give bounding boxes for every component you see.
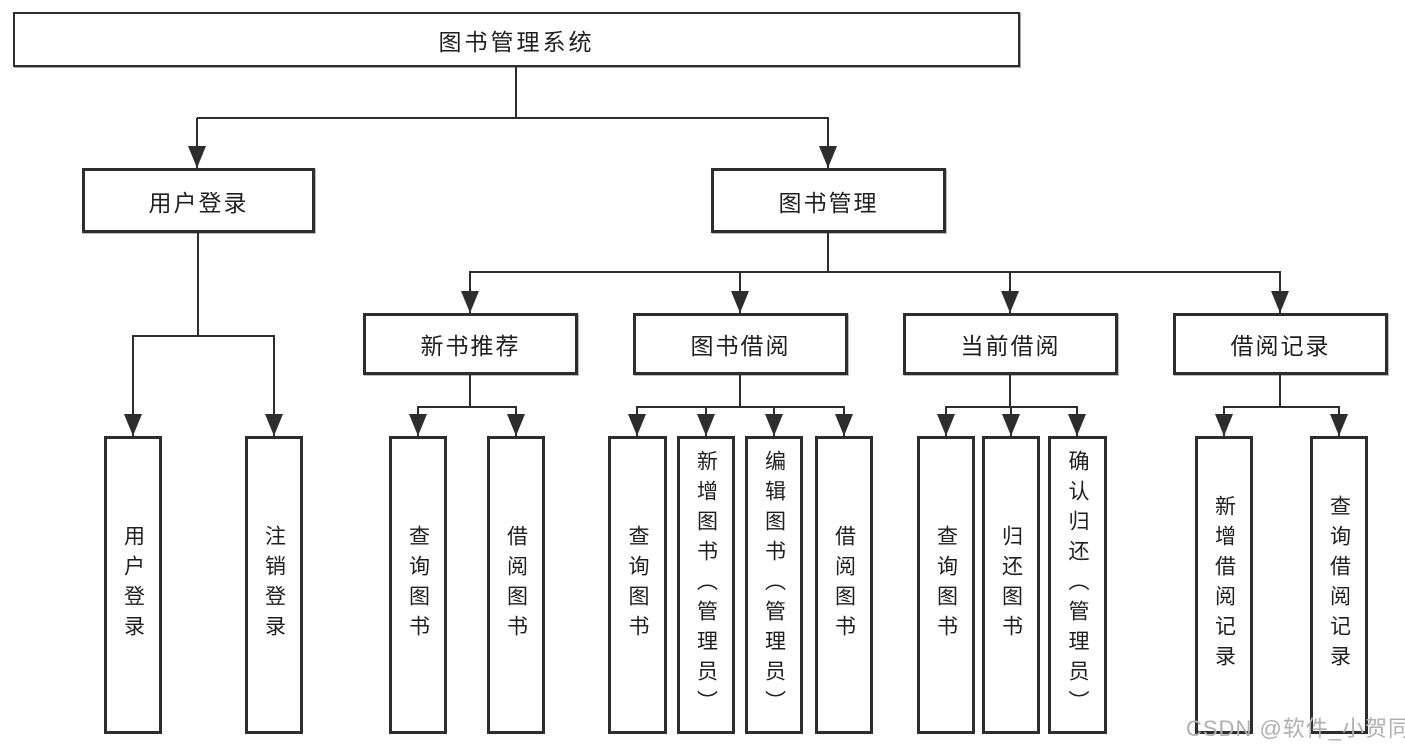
leaf-logout: 注销登录 [245, 436, 303, 734]
arrow-down-icon [937, 414, 955, 436]
arrow-down-icon [731, 291, 749, 313]
leaf-query-borrow-record: 查询借阅记录 [1310, 436, 1368, 734]
arrow-down-icon [819, 146, 837, 168]
arrow-down-icon [835, 414, 853, 436]
leaf-query-books-borrow: 查询图书 [608, 436, 667, 734]
leaf-borrow-books-borrow: 借阅图书 [815, 436, 873, 734]
arrow-down-icon [1330, 414, 1348, 436]
leaf-query-books-current: 查询图书 [917, 436, 975, 734]
arrow-down-icon [507, 414, 525, 436]
arrow-down-icon [1215, 414, 1233, 436]
connector-line-vertical [1009, 375, 1011, 407]
arrow-down-icon [409, 414, 427, 436]
connector-line-horizontal [1223, 406, 1340, 408]
connector-line-horizontal [197, 117, 829, 119]
arrow-down-icon [628, 414, 646, 436]
arrow-down-icon [188, 146, 206, 168]
arrow-down-icon [461, 291, 479, 313]
leaf-return-book: 归还图书 [982, 436, 1040, 734]
arrow-down-icon [265, 414, 283, 436]
connector-line-horizontal [417, 406, 517, 408]
connector-line-vertical [132, 336, 134, 436]
node-new-book-recommend: 新书推荐 [363, 313, 578, 375]
arrow-down-icon [765, 414, 783, 436]
leaf-confirm-return-admin: 确认归还（管理员） [1048, 436, 1107, 734]
node-user-login: 用户登录 [82, 168, 315, 233]
connector-line-vertical [827, 118, 829, 168]
connector-line-vertical [739, 375, 741, 407]
node-book-management: 图书管理 [711, 168, 946, 233]
leaf-borrow-books-recommend: 借阅图书 [487, 436, 545, 734]
node-current-borrow: 当前借阅 [903, 313, 1118, 375]
connector-line-vertical [469, 375, 471, 407]
node-book-borrow: 图书借阅 [633, 313, 848, 375]
arrow-down-icon [1002, 414, 1020, 436]
leaf-user-login: 用户登录 [104, 436, 162, 734]
arrow-down-icon [124, 414, 142, 436]
arrow-down-icon [697, 414, 715, 436]
node-borrow-records: 借阅记录 [1173, 313, 1388, 375]
connector-line-vertical [197, 233, 199, 336]
leaf-query-books-recommend: 查询图书 [389, 436, 447, 734]
connector-line-horizontal [636, 406, 845, 408]
leaf-add-book-admin: 新增图书（管理员） [677, 436, 735, 734]
connector-line-vertical [273, 336, 275, 436]
connector-line-horizontal [132, 335, 275, 337]
watermark: CSDN @软件_小贺同学 [1186, 716, 1405, 741]
node-root-system: 图书管理系统 [13, 12, 1020, 67]
connector-line-vertical [1279, 375, 1281, 407]
leaf-edit-book-admin: 编辑图书（管理员） [745, 436, 803, 734]
connector-line-vertical [515, 67, 517, 118]
leaf-add-borrow-record: 新增借阅记录 [1195, 436, 1253, 734]
arrow-down-icon [1068, 414, 1086, 436]
connector-line-horizontal [945, 406, 1078, 408]
arrow-down-icon [1001, 291, 1019, 313]
connector-line-horizontal [469, 271, 1281, 273]
connector-line-vertical [196, 118, 198, 168]
arrow-down-icon [1271, 291, 1289, 313]
connector-line-vertical [827, 233, 829, 272]
